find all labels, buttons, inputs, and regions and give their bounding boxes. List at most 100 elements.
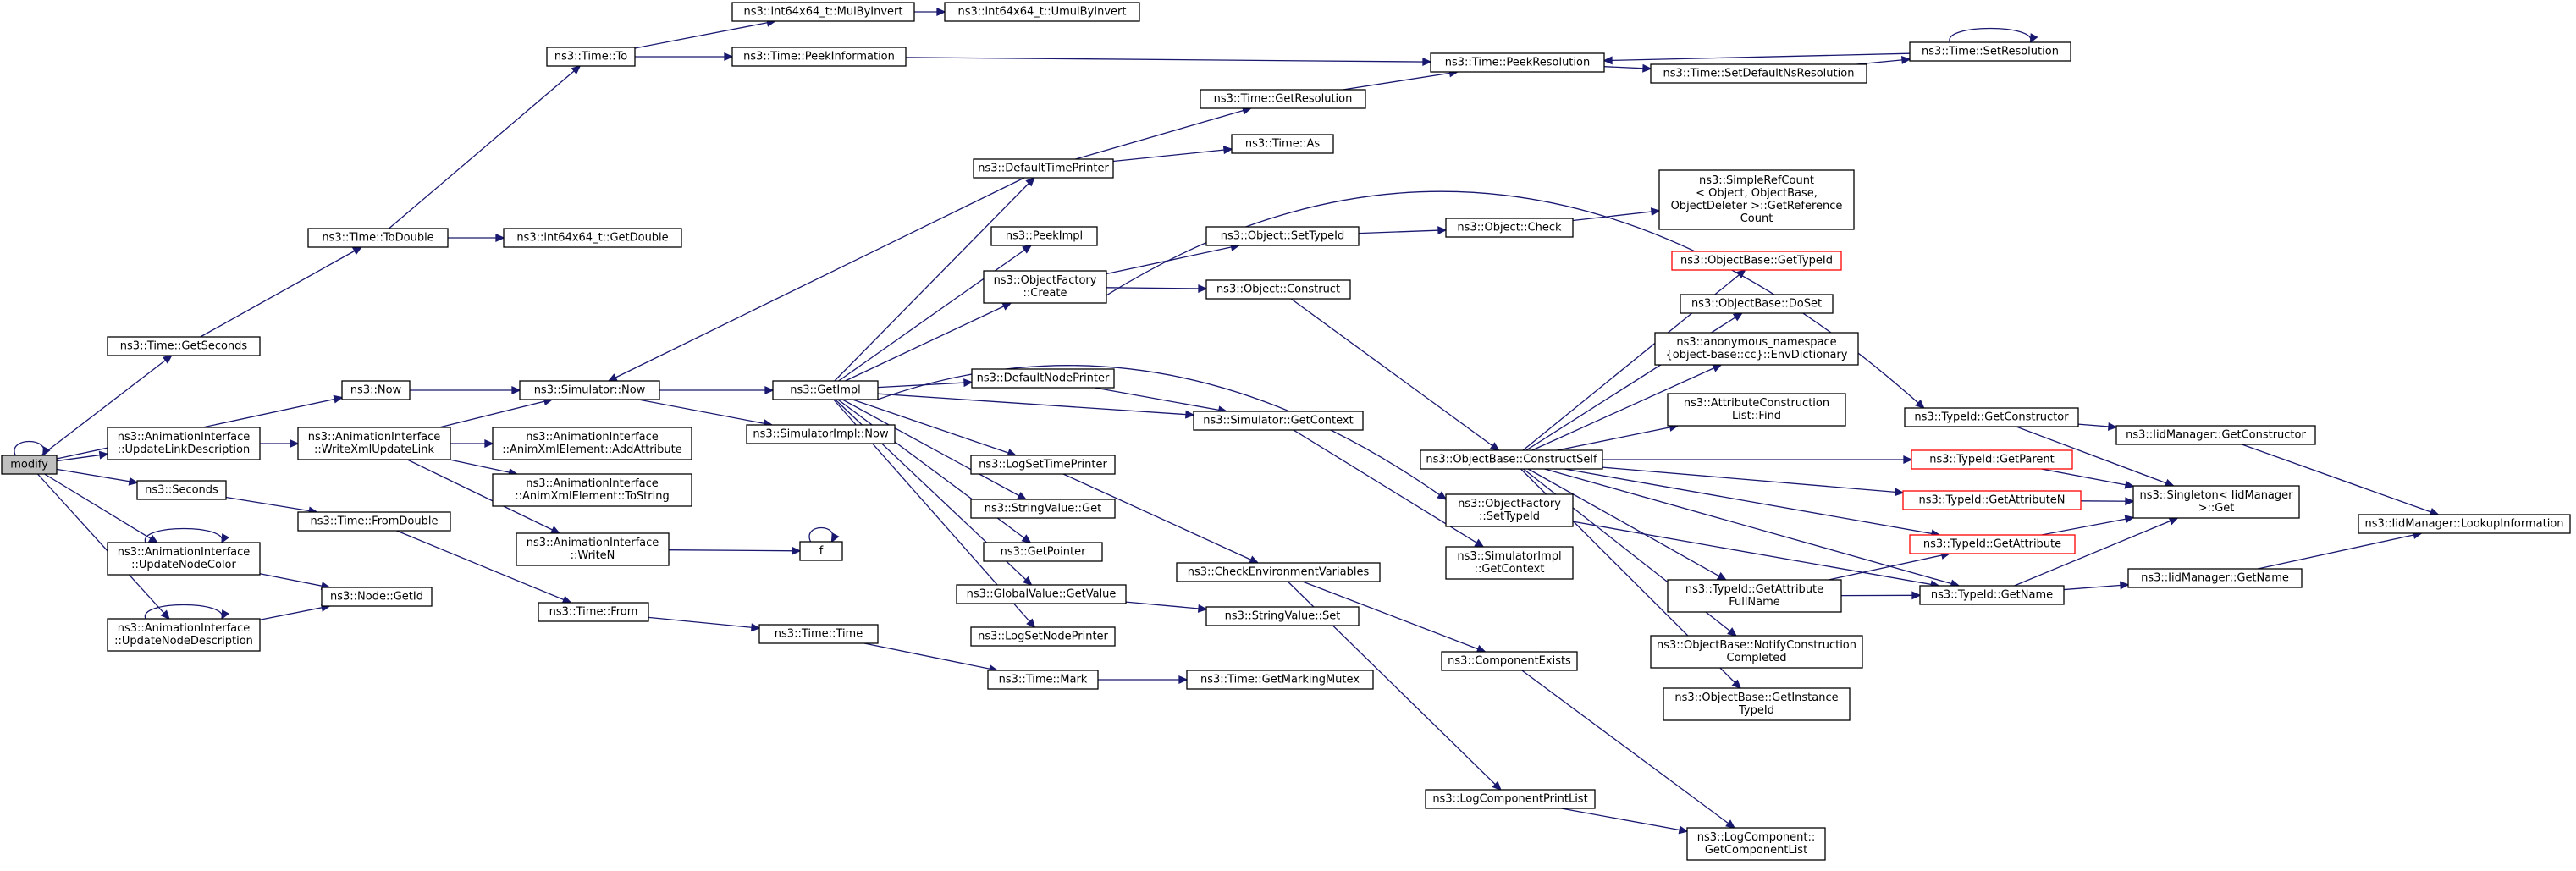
- function-node-typeIdGetAttributeN[interactable]: ns3::TypeId::GetAttributeN: [1902, 490, 2082, 510]
- function-node-timeMark[interactable]: ns3::Time::Mark: [987, 670, 1099, 690]
- function-node-setTypeId[interactable]: ns3::Object::SetTypeId: [1205, 226, 1360, 246]
- function-node-typeIdGetParent[interactable]: ns3::TypeId::GetParent: [1911, 449, 2073, 470]
- node-label: ns3::Time::As: [1245, 138, 1321, 151]
- function-node-f[interactable]: f: [799, 541, 843, 561]
- function-node-stringValueSet[interactable]: ns3::StringValue::Set: [1205, 606, 1360, 626]
- function-node-logSetTimePrinter[interactable]: ns3::LogSetTimePrinter: [970, 455, 1116, 475]
- function-node-objFactorySetTypeId[interactable]: ns3::ObjectFactory::SetTypeId: [1445, 493, 1574, 527]
- function-node-getSeconds[interactable]: ns3::Time::GetSeconds: [107, 336, 261, 356]
- function-node-setResolution[interactable]: ns3::Time::SetResolution: [1909, 41, 2071, 62]
- function-node-toString[interactable]: ns3::AnimationInterface::AnimXmlElement:…: [492, 473, 692, 507]
- function-node-constructSelf[interactable]: ns3::ObjectBase::ConstructSelf: [1420, 449, 1603, 470]
- node-box: [1650, 63, 1867, 84]
- function-node-simImplNow[interactable]: ns3::SimulatorImpl::Now: [746, 424, 896, 444]
- function-node-logSetNodePrinter[interactable]: ns3::LogSetNodePrinter: [970, 626, 1116, 647]
- function-node-updateNodeDesc[interactable]: ns3::AnimationInterface::UpdateNodeDescr…: [107, 618, 261, 652]
- function-node-getResolution[interactable]: ns3::Time::GetResolution: [1200, 89, 1366, 109]
- function-node-getMarkingMutex[interactable]: ns3::Time::GetMarkingMutex: [1186, 670, 1374, 690]
- function-node-peekImpl[interactable]: ns3::PeekImpl: [990, 226, 1098, 246]
- function-node-simImplGetContext[interactable]: ns3::SimulatorImpl::GetContext: [1445, 546, 1574, 580]
- function-node-objBaseGetTypeId[interactable]: ns3::ObjectBase::GetTypeId: [1671, 251, 1842, 271]
- function-node-componentExists[interactable]: ns3::ComponentExists: [1441, 651, 1578, 671]
- function-node-typeIdGetName[interactable]: ns3::TypeId::GetName: [1919, 585, 2065, 605]
- function-node-seconds[interactable]: ns3::Seconds: [136, 480, 227, 500]
- function-node-updateLinkDesc[interactable]: ns3::AnimationInterface::UpdateLinkDescr…: [107, 427, 261, 460]
- node-label: ns3::AnimationInterface: [118, 622, 251, 635]
- function-node-iidMgrGetConstructor[interactable]: ns3::IidManager::GetConstructor: [2115, 425, 2316, 445]
- function-node-writeXml[interactable]: ns3::AnimationInterface::WriteXmlUpdateL…: [297, 427, 451, 460]
- call-edge-constructSelf-to-typeIdGetAttribute: [1564, 468, 1941, 538]
- function-node-envDictionary[interactable]: ns3::anonymous_namespace{object-base::cc…: [1654, 332, 1859, 366]
- node-box: [492, 473, 692, 507]
- call-edge-writeXml-to-simNow: [439, 397, 554, 428]
- node-label: ::WriteN: [571, 549, 615, 562]
- node-label: ns3::PeekImpl: [1006, 230, 1083, 243]
- function-node-getPointer[interactable]: ns3::GetPointer: [983, 542, 1103, 562]
- function-node-simpleRefCount[interactable]: ns3::SimpleRefCount< Object, ObjectBase,…: [1658, 169, 1855, 230]
- function-node-fromDouble[interactable]: ns3::Time::FromDouble: [297, 511, 451, 532]
- node-box: [758, 624, 879, 644]
- function-node-setDefaultNsRes[interactable]: ns3::Time::SetDefaultNsResolution: [1650, 63, 1867, 84]
- function-node-timeTime[interactable]: ns3::Time::Time: [758, 624, 879, 644]
- function-node-nodeGetId[interactable]: ns3::Node::GetId: [321, 587, 433, 607]
- function-node-getImpl[interactable]: ns3::GetImpl: [772, 380, 879, 400]
- function-node-getDouble[interactable]: ns3::int64x64_t::GetDouble: [503, 228, 682, 248]
- function-node-peekInfo[interactable]: ns3::Time::PeekInformation: [731, 47, 907, 67]
- function-node-notifyConstructionCompleted[interactable]: ns3::ObjectBase::NotifyConstructionCompl…: [1650, 635, 1863, 669]
- node-label: ns3::Time::FromDouble: [311, 515, 439, 528]
- function-node-objBaseDoSet[interactable]: ns3::ObjectBase::DoSet: [1680, 294, 1834, 314]
- function-node-timeAs[interactable]: ns3::Time::As: [1231, 134, 1334, 154]
- node-box: [1654, 332, 1859, 366]
- node-box: [2132, 485, 2300, 519]
- function-node-logCompGetComponentList[interactable]: ns3::LogComponent::GetComponentList: [1686, 827, 1826, 861]
- function-node-objConstruct[interactable]: ns3::Object::Construct: [1205, 279, 1351, 300]
- node-label: ns3::LogSetTimePrinter: [979, 459, 1107, 471]
- node-box: [1205, 279, 1351, 300]
- node-label: ns3::Simulator::GetContext: [1203, 415, 1353, 427]
- node-label: ns3::Time::GetMarkingMutex: [1200, 674, 1360, 686]
- function-node-updateNodeColor[interactable]: ns3::AnimationInterface::UpdateNodeColor: [107, 542, 261, 576]
- node-label: ns3::ObjectBase::NotifyConstruction: [1657, 639, 1856, 652]
- function-node-toDouble[interactable]: ns3::Time::ToDouble: [307, 228, 449, 248]
- call-edge-getImpl-to-simGetContext: [877, 393, 1195, 419]
- function-node-writeN[interactable]: ns3::AnimationInterface::WriteN: [516, 532, 670, 566]
- function-node-mulByInvert[interactable]: ns3::int64x64_t::MulByInvert: [731, 2, 915, 22]
- function-node-iidMgrLookupInfo[interactable]: ns3::IidManager::LookupInformation: [2358, 514, 2571, 534]
- function-node-simGetContext[interactable]: ns3::Simulator::GetContext: [1193, 411, 1364, 431]
- function-node-singletonGet[interactable]: ns3::Singleton< IidManager >::Get: [2132, 485, 2300, 519]
- node-label: ns3::ObjectBase::GetTypeId: [1680, 255, 1833, 267]
- function-node-timeTo[interactable]: ns3::Time::To: [546, 47, 636, 67]
- function-node-timeFrom[interactable]: ns3::Time::From: [538, 602, 649, 622]
- function-node-typeIdGetAttribute[interactable]: ns3::TypeId::GetAttribute: [1909, 534, 2076, 554]
- function-node-now[interactable]: ns3::Now: [341, 380, 411, 400]
- function-node-checkEnvVars[interactable]: ns3::CheckEnvironmentVariables: [1176, 562, 1381, 582]
- function-node-modify[interactable]: modify: [1, 455, 58, 475]
- function-node-defaultNodePrinter[interactable]: ns3::DefaultNodePrinter: [971, 368, 1115, 389]
- function-node-simNow[interactable]: ns3::Simulator::Now: [519, 380, 660, 400]
- node-box: [983, 542, 1103, 562]
- function-node-umulByInvert[interactable]: ns3::int64x64_t::UmulByInvert: [944, 2, 1140, 22]
- node-label: ns3::AnimationInterface: [118, 546, 251, 559]
- node-box: [1667, 579, 1842, 613]
- call-edge-logComponentPrintList-to-logCompGetComponentList: [1561, 808, 1689, 835]
- call-edge-modify-to-seconds: [56, 468, 139, 486]
- node-box: [107, 542, 261, 576]
- function-node-addAttr[interactable]: ns3::AnimationInterface::AnimXmlElement:…: [492, 427, 692, 460]
- node-box: [983, 270, 1107, 304]
- function-node-stringValueGet[interactable]: ns3::StringValue::Get: [970, 499, 1116, 519]
- function-node-iidMgrGetName[interactable]: ns3::IidManager::GetName: [2127, 568, 2303, 588]
- function-node-globalGetValue[interactable]: ns3::GlobalValue::GetValue: [956, 584, 1127, 604]
- node-label: ns3::StringValue::Set: [1225, 610, 1341, 623]
- function-node-peekResolution[interactable]: ns3::Time::PeekResolution: [1430, 52, 1605, 73]
- function-node-typeIdGetConstructor[interactable]: ns3::TypeId::GetConstructor: [1904, 407, 2079, 427]
- function-node-defaultTimePrinter[interactable]: ns3::DefaultTimePrinter: [973, 158, 1114, 179]
- node-box: [1909, 41, 2071, 62]
- node-box: [2127, 568, 2303, 588]
- function-node-objFactoryCreate[interactable]: ns3::ObjectFactory::Create: [983, 270, 1107, 304]
- function-node-logComponentPrintList[interactable]: ns3::LogComponentPrintList: [1425, 789, 1596, 809]
- function-node-objCheck[interactable]: ns3::Object::Check: [1445, 218, 1574, 238]
- node-label: ::AnimXmlElement::ToString: [515, 490, 669, 503]
